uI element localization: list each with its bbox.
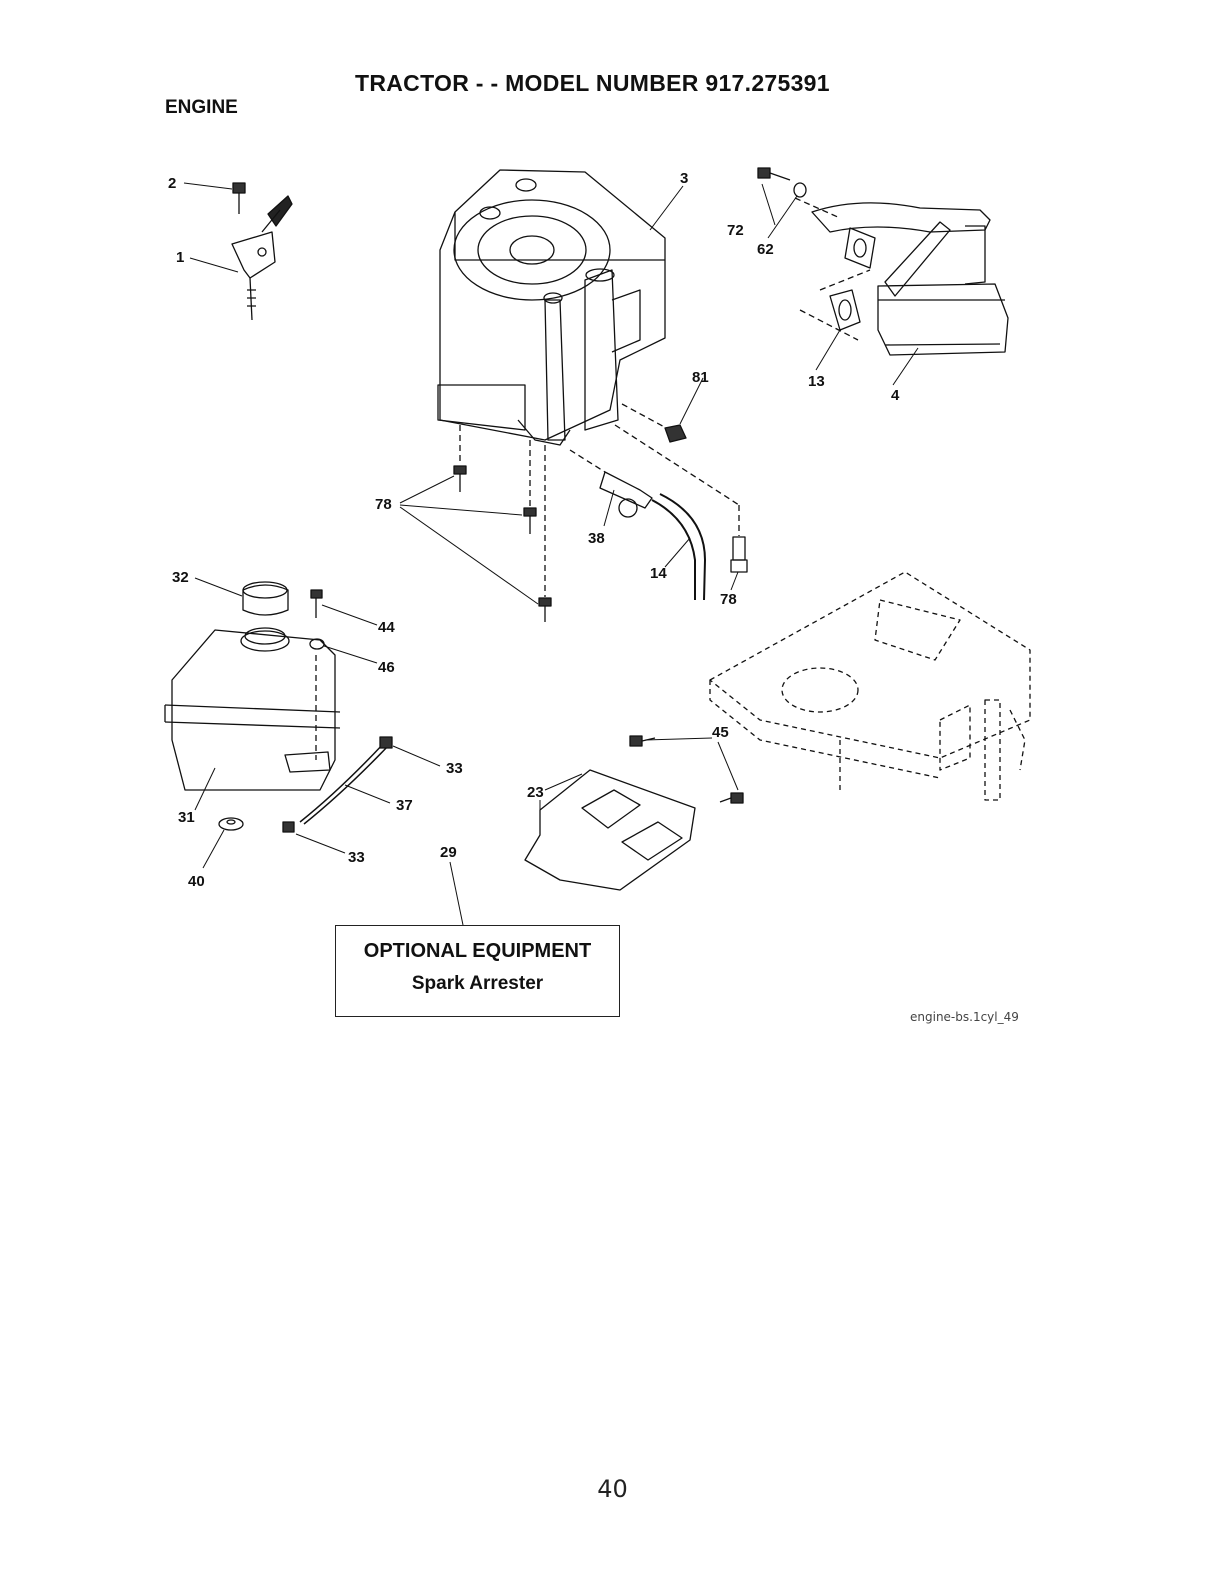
callout-72: 72 xyxy=(727,222,744,239)
callout-45: 45 xyxy=(712,724,729,741)
callout-62: 62 xyxy=(757,241,774,258)
fuel-line-37-part xyxy=(300,742,389,824)
callout-13: 13 xyxy=(808,373,825,390)
callout-leader-lines xyxy=(184,183,918,925)
callout-44: 44 xyxy=(378,619,395,636)
screw-2-part xyxy=(233,183,245,214)
callout-81: 81 xyxy=(692,369,709,386)
callout-2: 2 xyxy=(168,175,176,192)
hose-clamp-33-upper-part xyxy=(380,737,392,748)
figure-identifier: engine-bs.1cyl_49 xyxy=(910,1010,1019,1024)
washer-46-part xyxy=(310,639,324,649)
gasket-13-part xyxy=(830,290,860,330)
callout-33-upper: 33 xyxy=(446,760,463,777)
fuel-line-14-part xyxy=(652,494,705,600)
page-number: 40 xyxy=(0,1475,1225,1503)
washer-62-part xyxy=(794,183,806,197)
fuel-cap-part xyxy=(243,582,288,615)
alignment-lines xyxy=(316,198,870,760)
callout-78-right: 78 xyxy=(720,591,737,608)
bolt-44-part xyxy=(311,590,322,618)
bushing-40-part xyxy=(219,818,243,830)
callout-40: 40 xyxy=(188,873,205,890)
muffler-part xyxy=(812,203,1008,355)
callout-29: 29 xyxy=(440,844,457,861)
callout-78-left: 78 xyxy=(375,496,392,513)
optional-equipment-title: OPTIONAL EQUIPMENT xyxy=(336,940,619,963)
callout-14: 14 xyxy=(650,565,667,582)
callout-46: 46 xyxy=(378,659,395,676)
callout-33-lower: 33 xyxy=(348,849,365,866)
callout-23: 23 xyxy=(527,784,544,801)
callout-37: 37 xyxy=(396,797,413,814)
bolt-72-part xyxy=(758,168,790,180)
engine-part xyxy=(438,170,665,445)
fuel-shutoff-valve-part xyxy=(600,472,652,517)
screws-45-part xyxy=(630,736,743,803)
callout-3: 3 xyxy=(680,170,688,187)
hose-clamp-33-lower-part xyxy=(283,822,294,832)
nut-81-part xyxy=(665,425,686,442)
callout-32: 32 xyxy=(172,569,189,586)
fuel-tank-part xyxy=(165,628,340,790)
optional-equipment-box: OPTIONAL EQUIPMENT Spark Arrester xyxy=(335,925,620,1017)
throttle-control-part xyxy=(232,196,292,320)
callout-1: 1 xyxy=(176,249,184,266)
optional-equipment-item: Spark Arrester xyxy=(336,973,619,995)
callout-31: 31 xyxy=(178,809,195,826)
tractor-frame-reference xyxy=(710,572,1030,800)
callout-4: 4 xyxy=(891,387,900,404)
callout-38: 38 xyxy=(588,530,605,547)
